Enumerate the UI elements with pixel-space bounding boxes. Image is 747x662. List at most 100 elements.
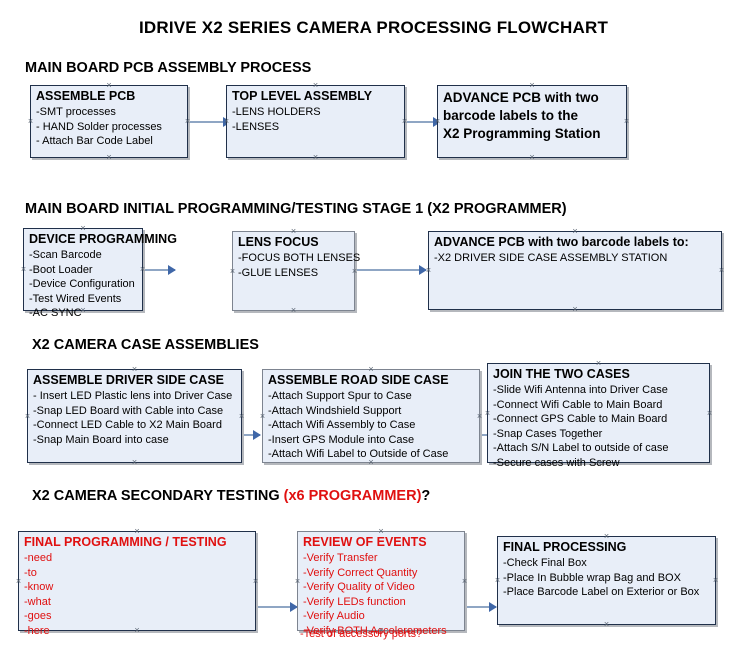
arrowhead-icon (419, 265, 427, 275)
node-title: DEVICE PROGRAMMING (29, 232, 177, 246)
connection-handle-right[interactable] (252, 578, 259, 585)
connection-handle-left[interactable] (24, 413, 31, 420)
node-line: -Secure cases with Screw (493, 456, 620, 469)
connection-handle-right[interactable] (238, 413, 245, 420)
connector-lens-focus-to-advance-pcb-driver-side (357, 265, 427, 275)
node-line: -Verify LEDs function (303, 595, 406, 608)
connection-handle-left[interactable] (425, 267, 432, 274)
connection-handle-top[interactable] (595, 360, 602, 367)
connection-handle-bottom[interactable] (134, 627, 141, 634)
connection-handle-right[interactable] (623, 118, 630, 125)
node-advance-pcb-to-driver-side-case-assembly-station[interactable]: ADVANCE PCB with two barcode labels to: … (428, 231, 722, 310)
node-lens-focus[interactable]: LENS FOCUS -FOCUS BOTH LENSES -GLUE LENS… (229, 228, 360, 314)
node-title: ADVANCE PCB with two barcode labels to: (434, 235, 689, 249)
connection-handle-top[interactable] (80, 225, 87, 232)
node-line: -to (24, 566, 37, 579)
connection-handle-right[interactable] (476, 413, 483, 420)
connection-handle-left[interactable] (434, 118, 441, 125)
connection-handle-top[interactable] (529, 82, 536, 89)
connection-handle-top[interactable] (106, 82, 113, 89)
connection-handle-bottom[interactable] (595, 459, 602, 466)
connection-handle-right[interactable] (706, 410, 713, 417)
connection-handle-right[interactable] (712, 577, 719, 584)
connection-handle-top[interactable] (572, 228, 579, 235)
node-line: -LENSES (232, 120, 280, 133)
connection-handle-top[interactable] (378, 528, 385, 535)
connection-handle-right[interactable] (461, 578, 468, 585)
connection-handle-left[interactable] (294, 578, 301, 585)
section-heading-main-board-pcb-assembly-process: MAIN BOARD PCB ASSEMBLY PROCESS (25, 60, 311, 76)
node-title: JOIN THE TWO CASES (493, 367, 630, 381)
connection-handle-left[interactable] (494, 577, 501, 584)
connection-handle-top[interactable] (603, 533, 610, 540)
connection-handle-top[interactable] (368, 366, 375, 373)
node-title: FINAL PROCESSING (503, 540, 627, 554)
connection-handle-bottom[interactable] (603, 621, 610, 628)
section-heading-accent: (x6 PROGRAMMER) (283, 488, 422, 504)
node-device-programming[interactable]: DEVICE PROGRAMMING -Scan Barcode -Boot L… (20, 225, 177, 319)
node-line: X2 Programming Station (443, 126, 601, 141)
section-heading-text: MAIN BOARD PCB ASSEMBLY PROCESS (25, 60, 312, 76)
connection-handle-top[interactable] (312, 82, 319, 89)
connection-handle-right[interactable] (718, 267, 725, 274)
connection-handle-left[interactable] (484, 410, 491, 417)
node-line: -Attach Windshield Support (268, 404, 402, 417)
section-heading-x2-camera-secondary-testing: X2 CAMERA SECONDARY TESTING (x6 PROGRAMM… (32, 488, 430, 504)
node-line: -Attach Support Spur to Case (268, 390, 412, 402)
page-title: IDRIVE X2 SERIES CAMERA PROCESSING FLOWC… (138, 18, 609, 37)
arrowhead-icon (253, 430, 261, 440)
node-title: ASSEMBLE DRIVER SIDE CASE (33, 373, 225, 387)
connection-handle-bottom[interactable] (106, 154, 113, 161)
node-line: -SMT processes (36, 106, 116, 118)
node-title: REVIEW OF EVENTS (303, 535, 427, 549)
section-heading-main-board-initial-programming-testing-stage-1: MAIN BOARD INITIAL PROGRAMMING/TESTING S… (25, 201, 567, 217)
node-line: -Snap Cases Together (493, 427, 603, 440)
connection-handle-bottom[interactable] (80, 307, 87, 314)
connection-handle-bottom[interactable] (131, 459, 138, 466)
node-line: -Device Configuration (29, 278, 135, 290)
connection-handle-left[interactable] (20, 266, 27, 273)
connection-handle-left[interactable] (223, 118, 230, 125)
node-line: -Connect LED Cable to X2 Main Board (33, 419, 222, 431)
node-join-the-two-cases[interactable]: JOIN THE TWO CASES -Slide Wifi Antenna i… (484, 360, 713, 469)
connection-handle-bottom[interactable] (368, 459, 375, 466)
node-line: -Verify Transfer (303, 552, 378, 564)
node-line: -Attach Wifi Label to Outside of Case (268, 448, 449, 460)
node-title: LENS FOCUS (238, 235, 319, 249)
node-review-of-events[interactable]: REVIEW OF EVENTS -Verify Transfer -Verif… (294, 528, 468, 637)
node-line: -Place In Bubble wrap Bag and BOX (503, 571, 681, 584)
connector-final-programming-to-review-of-events (258, 602, 298, 612)
connection-handle-bottom[interactable] (290, 307, 297, 314)
connection-handle-left[interactable] (27, 118, 34, 125)
node-line: barcode labels to the (443, 108, 579, 123)
connector-review-of-events-to-final-processing (467, 602, 497, 612)
node-line: - HAND Solder processes (36, 120, 162, 133)
section-heading-tail: ? (421, 488, 431, 504)
node-final-programming-testing[interactable]: FINAL PROGRAMMING / TESTING -need -to -k… (15, 528, 259, 637)
node-line: -Slide Wifi Antenna into Driver Case (493, 384, 668, 396)
connection-handle-top[interactable] (290, 228, 297, 235)
connection-handle-top[interactable] (134, 528, 141, 535)
connection-handle-left[interactable] (229, 268, 236, 275)
node-line: -know (24, 581, 54, 593)
node-line: -Place Barcode Label on Exterior or Box (503, 586, 700, 598)
node-final-processing[interactable]: FINAL PROCESSING -Check Final Box -Place… (497, 536, 716, 625)
connection-handle-bottom[interactable] (572, 306, 579, 313)
node-assemble-driver-side-case[interactable]: ASSEMBLE DRIVER SIDE CASE - Insert LED P… (27, 369, 242, 463)
node-advance-pcb-to-x2-programming-station[interactable]: ADVANCE PCB with two barcode labels to t… (437, 85, 627, 158)
connection-handle-bottom[interactable] (312, 154, 319, 161)
node-assemble-road-side-case[interactable]: ASSEMBLE ROAD SIDE CASE -Attach Support … (262, 369, 480, 463)
node-title: ASSEMBLE ROAD SIDE CASE (268, 373, 449, 387)
connection-handle-left[interactable] (259, 413, 266, 420)
connection-handle-top[interactable] (131, 366, 138, 373)
node-assemble-pcb[interactable]: ASSEMBLE PCB -SMT processes - HAND Solde… (30, 85, 188, 158)
node-top-level-assembly[interactable]: TOP LEVEL ASSEMBLY -LENS HOLDERS -LENSES (226, 85, 405, 158)
connection-handle-left[interactable] (15, 578, 22, 585)
node-line: -Check Final Box (503, 557, 587, 569)
node-line: -goes (24, 610, 52, 622)
node-line: - Insert LED Plastic lens into Driver Ca… (33, 390, 233, 402)
section-heading-text: X2 CAMERA SECONDARY TESTING (32, 488, 284, 504)
connection-handle-bottom[interactable] (529, 154, 536, 161)
arrowhead-icon (290, 602, 298, 612)
